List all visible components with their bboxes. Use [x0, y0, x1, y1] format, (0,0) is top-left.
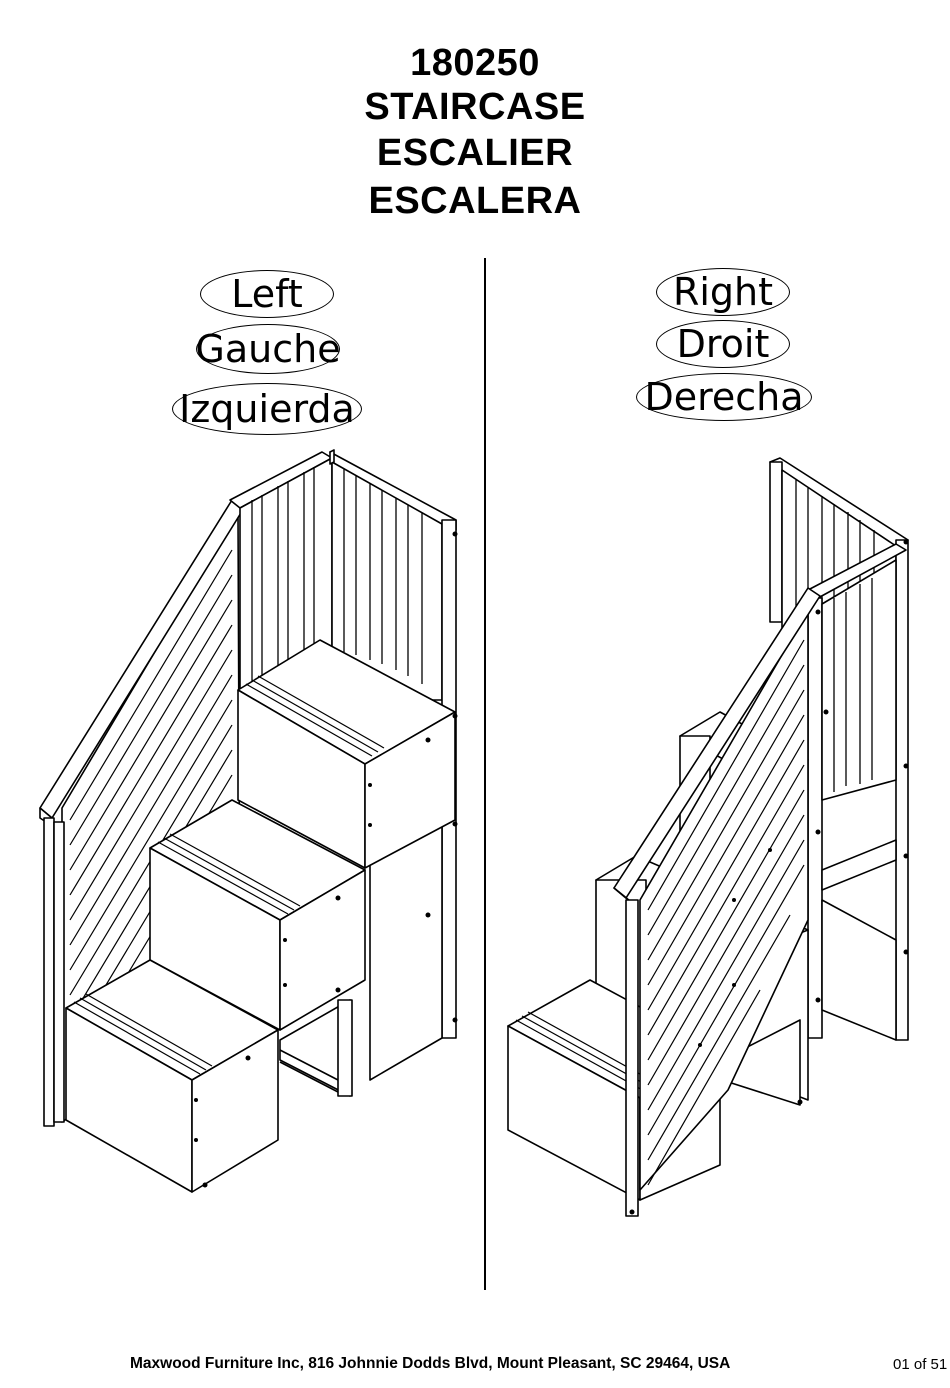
right-front-frame — [808, 544, 906, 1040]
label-right-en: Right — [656, 268, 790, 316]
company-address: Maxwood Furniture Inc, 816 Johnnie Dodds… — [130, 1355, 730, 1373]
model-number: 180250 — [0, 38, 950, 88]
title-spanish: ESCALERA — [0, 176, 950, 226]
right-side-panel — [640, 610, 808, 1190]
page-number: 01 of 51 — [893, 1356, 947, 1373]
title-french: ESCALIER — [0, 128, 950, 178]
left-staircase-illustration — [0, 440, 484, 1210]
label-left-fr: Gauche — [196, 324, 340, 374]
label-left-es: Izquierda — [172, 383, 362, 435]
right-staircase-illustration — [486, 455, 950, 1225]
title-english: STAIRCASE — [0, 82, 950, 132]
label-right-es: Derecha — [636, 373, 812, 421]
label-right-fr: Droit — [656, 320, 790, 368]
label-left-en: Left — [200, 270, 334, 318]
